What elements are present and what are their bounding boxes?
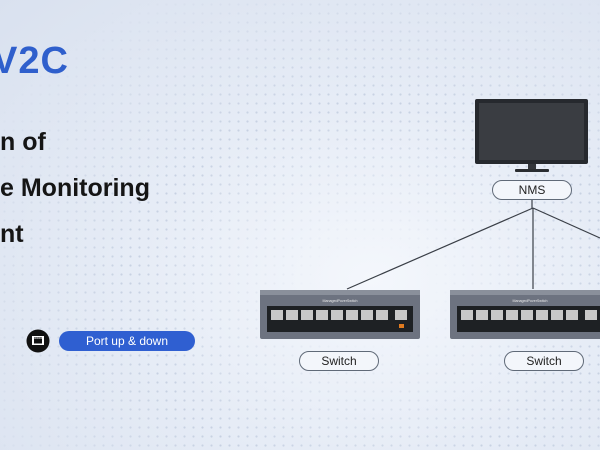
switch-2-brand: ManagedPoverSwitch [513,299,548,303]
page-heading: V2C [0,40,69,82]
switch-1-ports [271,310,407,328]
switch-device-2: ManagedPoverSwitch [450,290,600,339]
switch-1-brand: ManagedPoverSwitch [323,299,358,303]
ethernet-port-icon [26,329,50,353]
switch-2-ports [461,310,597,320]
nms-label: NMS [492,180,572,200]
switch-1-label: Switch [299,351,379,371]
title-line-2: e Monitoring [0,174,150,202]
monitor-icon [475,99,588,172]
link-nms-switch-3 [532,207,600,239]
title-line-3: nt [0,220,24,248]
title-line-1: n of [0,128,46,156]
switch-device-1: ManagedPoverSwitch [260,290,420,339]
switch-2-label: Switch [504,351,584,371]
link-nms-switch-1 [346,207,534,290]
port-up-down-badge: Port up & down [59,331,195,351]
